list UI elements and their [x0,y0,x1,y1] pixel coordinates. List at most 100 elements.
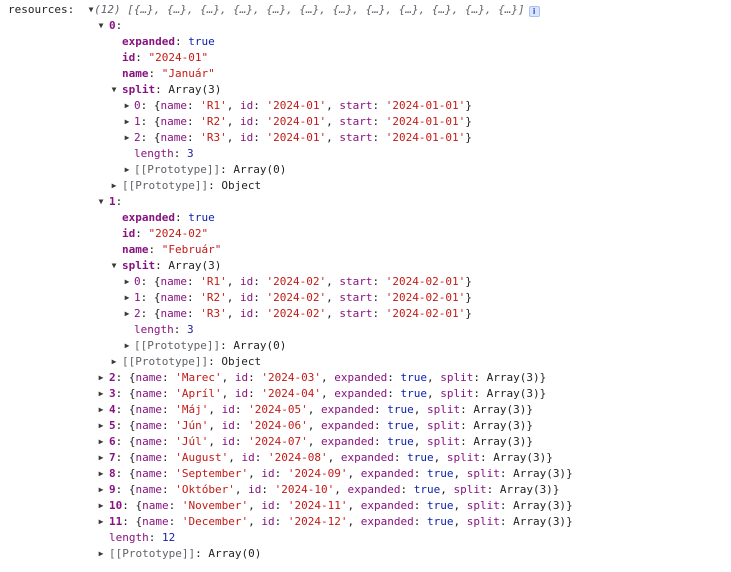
property-row: expanded: true [0,34,731,50]
quote: ' [458,291,466,304]
expand-triangle-right-icon[interactable]: ▶ [111,357,117,366]
month-row-collapsed[interactable]: ▶11: {name: 'December', id: '2024-12', e… [0,514,731,530]
quote: ' [385,115,393,128]
index-key: 3 [109,387,116,400]
expand-triangle-down-icon[interactable]: ▼ [111,261,117,270]
quote: ' [319,275,327,288]
quote: ' [266,115,274,128]
quote: ' [301,435,308,448]
month-row-collapsed[interactable]: ▶ 7: {name: 'August', id: '2024-08', expa… [0,450,731,466]
row-content: 1: {name: 'R2', id: '2024-02', start: '2… [134,291,472,304]
length-value: 12 [162,531,176,544]
expand-triangle-down-icon[interactable]: ▼ [98,21,104,30]
split-item-row[interactable]: ▶0: {name: 'R1', id: '2024-01', start: '… [0,98,731,114]
expand-triangle-right-icon[interactable]: ▶ [111,181,117,190]
quote: ' [241,499,249,512]
row-content: 3: {name: 'Apríl', id: '2024-04', expand… [109,387,547,400]
split-row[interactable]: ▼split: Array(3) [0,82,731,98]
quote: ' [228,483,235,496]
split-item-row[interactable]: ▶0: {name: 'R1', id: '2024-02', start: '… [0,274,731,290]
property-key: id [261,467,275,480]
expand-triangle-down-icon[interactable]: ▼ [88,5,94,14]
quote: ' [340,515,348,528]
expand-triangle-down-icon[interactable]: ▼ [111,85,117,94]
expand-triangle-right-icon[interactable]: ▶ [98,469,104,478]
month-row-collapsed[interactable]: ▶ 4: {name: 'Máj', id: '2024-05', expande… [0,402,731,418]
quote: ' [181,499,189,512]
expand-triangle-right-icon[interactable]: ▶ [124,341,130,350]
property-value: true [387,403,414,416]
quote: ' [385,291,393,304]
expand-triangle-right-icon[interactable]: ▶ [124,165,130,174]
row-content: [[Prototype]]: Array(0) [109,547,262,560]
property-key: expanded [122,35,175,48]
property-value: Array(3) [473,435,527,448]
property-value: true [188,35,215,48]
row-content: 4: {name: 'Máj', id: '2024-05', expanded… [109,403,533,416]
expand-triangle-right-icon[interactable]: ▶ [124,293,130,302]
property-row: name: "Január" [0,66,731,82]
month-row[interactable]: ▼ 0: [0,18,731,34]
month-row-collapsed[interactable]: ▶6: {name: 'Júl', id: '2024-07', expande… [0,434,731,450]
expand-triangle-down-icon[interactable]: ▼ [98,197,104,206]
month-row-collapsed[interactable]: ▶8: {name: 'September', id: '2024-09', e… [0,466,731,482]
length-row: length: 12 [0,530,731,546]
row-content: 2: {name: 'R3', id: '2024-02', start: '2… [134,307,472,320]
expand-triangle-right-icon[interactable]: ▶ [98,437,104,446]
split-item-row[interactable]: ▶2: {name: 'R3', id: '2024-01', start: '… [0,130,731,146]
index-key: 10 [109,499,123,512]
expand-triangle-right-icon[interactable]: ▶ [124,277,130,286]
expand-triangle-right-icon[interactable]: ▶ [124,133,130,142]
expand-triangle-right-icon[interactable]: ▶ [98,373,104,382]
month-row-collapsed[interactable]: ▶ 3: {name: 'Apríl', id: '2024-04', expan… [0,386,731,402]
quote: ' [266,99,274,112]
property-key: split [426,419,461,432]
expand-triangle-right-icon[interactable]: ▶ [98,405,104,414]
property-key: id [221,435,235,448]
split-item-row[interactable]: ▶ 1: {name: 'R2', id: '2024-02', start: '… [0,290,731,306]
expand-triangle-right-icon[interactable]: ▶ [98,517,104,526]
row-content: 0: [109,19,123,32]
property-key: id [241,451,255,464]
prototype-row[interactable]: ▶[[Prototype]]: Object [0,354,731,370]
quote: " [201,227,209,240]
month-row-collapsed[interactable]: ▶9: {name: 'Október', id: '2024-10', exp… [0,482,731,498]
month-row[interactable]: ▼1: [0,194,731,210]
expand-triangle-right-icon[interactable]: ▶ [124,309,130,318]
month-row-collapsed[interactable]: ▶5: {name: 'Jún', id: '2024-06', expande… [0,418,731,434]
month-row-collapsed[interactable]: ▶ 2: {name: 'Marec', id: '2024-03', expan… [0,370,731,386]
expand-triangle-right-icon[interactable]: ▶ [98,453,104,462]
prototype-row[interactable]: ▶[[Prototype]]: Array(0) [0,162,731,178]
prototype-row[interactable]: ▶ [[Prototype]]: Array(0) [0,546,731,562]
quote: ' [301,419,308,432]
quote: ' [200,291,207,304]
prototype-row[interactable]: ▶[[Prototype]]: Object [0,178,731,194]
quote: ' [287,467,295,480]
quote: ' [175,371,182,384]
expand-triangle-right-icon[interactable]: ▶ [98,389,104,398]
row-content: length: 3 [134,323,194,336]
property-row: expanded: true [0,210,731,226]
property-key: id [221,419,235,432]
expand-triangle-right-icon[interactable]: ▶ [98,549,104,558]
expand-triangle-right-icon[interactable]: ▶ [124,101,130,110]
quote: ' [320,451,328,464]
expand-triangle-right-icon[interactable]: ▶ [98,421,104,430]
expand-triangle-right-icon[interactable]: ▶ [98,485,104,494]
property-key: name [142,515,169,528]
property-value: 2024-01-01 [392,99,459,112]
property-value: 2024-02-01 [392,307,459,320]
expand-triangle-right-icon[interactable]: ▶ [98,501,104,510]
property-value: 2024-04 [268,387,315,400]
quote: " [208,67,215,80]
split-row[interactable]: ▼split: Array(3) [0,258,731,274]
month-row-collapsed[interactable]: ▶10: {name: 'November', id: '2024-11', e… [0,498,731,514]
row-content: 7: {name: 'August', id: '2024-08', expan… [109,451,553,464]
prototype-row[interactable]: ▶[[Prototype]]: Array(0) [0,338,731,354]
row-content: 2: {name: 'Marec', id: '2024-03', expand… [109,371,547,384]
split-item-row[interactable]: ▶ 2: {name: 'R3', id: '2024-02', start: '… [0,306,731,322]
quote: ' [314,371,321,384]
expand-triangle-right-icon[interactable]: ▶ [124,117,130,126]
split-item-row[interactable]: ▶1: {name: 'R2', id: '2024-01', start: '… [0,114,731,130]
root-row[interactable]: ▼resources: (12) [{…}, {…}, {…}, {…}, {…… [0,2,731,18]
